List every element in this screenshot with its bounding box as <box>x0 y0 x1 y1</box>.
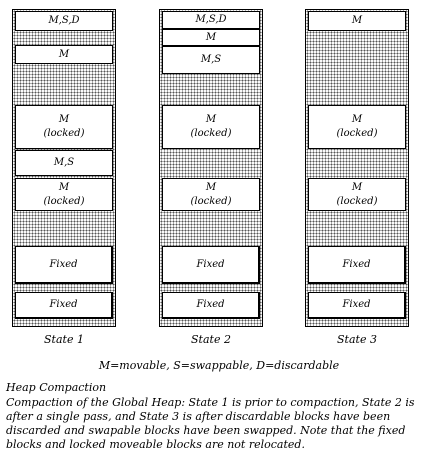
block-label: Fixed <box>196 258 225 270</box>
memory-block-locked: M (locked) <box>15 105 113 149</box>
memory-block-fixed: Fixed <box>162 246 260 284</box>
block-label: M <box>205 31 217 43</box>
memory-block-fixed: Fixed <box>15 246 113 284</box>
block-label: M <box>351 114 363 125</box>
block-label: M <box>205 114 217 125</box>
block-label: M <box>351 181 363 193</box>
memory-block-locked: M (locked) <box>308 105 406 149</box>
block-label: Fixed <box>49 299 78 310</box>
memory-block-movable: M,S,D <box>15 11 113 31</box>
block-label: M <box>58 48 70 60</box>
memory-block-fixed: Fixed <box>162 292 260 319</box>
block-label: M,S <box>53 157 75 168</box>
memory-block-movable: M,S <box>162 46 260 74</box>
block-sublabel: (locked) <box>336 128 378 139</box>
block-sublabel: (locked) <box>43 128 85 139</box>
block-label: M,S,D <box>48 15 80 26</box>
state-2-label: State 2 <box>191 333 231 346</box>
memory-block-movable: M <box>162 29 260 46</box>
memory-block-locked: M (locked) <box>308 178 406 211</box>
memory-block-locked: M (locked) <box>15 178 113 211</box>
memory-block-movable: M <box>308 11 406 31</box>
block-label: M,S,D <box>195 14 227 25</box>
block-label: M,S <box>200 54 222 65</box>
block-label: M <box>58 181 70 193</box>
state-3-label: State 3 <box>337 333 377 346</box>
block-label: Fixed <box>196 299 225 310</box>
memory-block-movable: M <box>15 45 113 64</box>
memory-block-fixed: Fixed <box>15 292 113 319</box>
block-sublabel: (locked) <box>190 195 232 207</box>
memory-block-fixed: Fixed <box>308 246 406 284</box>
caption-title: Heap Compaction <box>6 381 107 394</box>
caption-text: Compaction of the Global Heap: State 1 i… <box>6 396 415 451</box>
memory-block-locked: M (locked) <box>162 105 260 149</box>
block-label: Fixed <box>49 258 78 270</box>
block-label: Fixed <box>342 258 371 270</box>
block-sublabel: (locked) <box>336 195 378 207</box>
block-sublabel: (locked) <box>190 128 232 139</box>
state-1-label: State 1 <box>44 333 84 346</box>
memory-block-movable: M,S,D <box>162 11 260 29</box>
memory-block-movable: M,S <box>15 150 113 176</box>
block-sublabel: (locked) <box>43 195 85 207</box>
block-label: Fixed <box>342 299 371 310</box>
block-label: M <box>205 181 217 193</box>
memory-block-fixed: Fixed <box>308 292 406 319</box>
memory-block-locked: M (locked) <box>162 178 260 211</box>
block-label: M <box>351 15 363 26</box>
block-label: M <box>58 114 70 125</box>
legend: M=movable, S=swappable, D=discardable <box>98 359 340 372</box>
